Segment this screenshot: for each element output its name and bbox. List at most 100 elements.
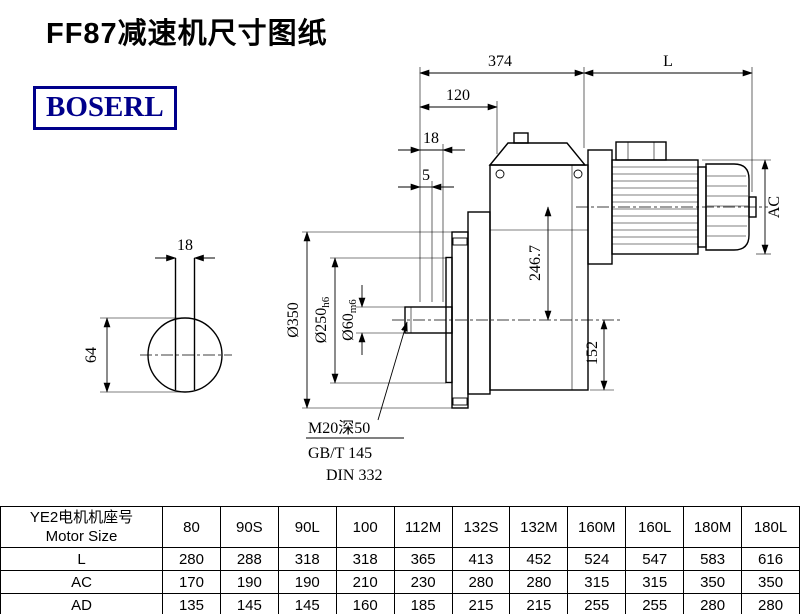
value-cell: 190	[219, 570, 279, 594]
value-cell: 280	[162, 547, 221, 571]
spigot-diameter: Ø250	[313, 308, 330, 344]
motor-spec-table: YE2电机机座号 Motor Size 80 90S 90L 100 112M …	[0, 506, 800, 614]
motor-size-header-en: Motor Size	[45, 528, 118, 545]
dim-246-7: 246.7	[527, 206, 552, 321]
motor-size-header: YE2电机机座号 Motor Size	[0, 506, 163, 548]
dim-152: 152	[584, 319, 614, 391]
motor	[587, 141, 757, 265]
dim-246-7-label: 246.7	[527, 245, 544, 281]
shaft-diameter: Ø60	[340, 313, 357, 341]
column-header: 90S	[219, 506, 279, 548]
breather-plug	[513, 132, 529, 144]
table-row-AD: AD 135 145 145 160 185 215 215 255 255 2…	[0, 593, 800, 614]
column-header: 112M	[393, 506, 453, 548]
row-label: AD	[0, 593, 163, 614]
dim-L-label: L	[663, 53, 673, 70]
shaft-end-view: 18 64	[83, 237, 232, 393]
note-std1-label: GB/T 145	[308, 445, 372, 462]
value-cell: 452	[509, 547, 569, 571]
dim-flange-od: Ø350	[285, 231, 452, 409]
column-header: 132S	[451, 506, 511, 548]
dim-374-label: 374	[488, 53, 512, 70]
end-view-key-width-label: 18	[177, 237, 193, 254]
cooling-fins	[612, 166, 698, 245]
row-label: L	[0, 547, 163, 571]
value-cell: 185	[393, 593, 453, 614]
end-view-dim-64: 64	[83, 317, 185, 393]
center-hole-note: M20深50 GB/T 145 DIN 332	[306, 321, 408, 484]
technical-drawing: 18 64	[83, 53, 783, 484]
value-cell: 318	[277, 547, 337, 571]
end-view-dim-18: 18	[155, 237, 215, 262]
column-header: 80	[162, 506, 221, 548]
column-header: 180M	[683, 506, 743, 548]
centerlines	[392, 206, 768, 321]
value-cell: 318	[335, 547, 395, 571]
flange-bolt-top	[452, 237, 468, 246]
fan-cover-louvers	[707, 175, 748, 237]
value-cell: 215	[509, 593, 569, 614]
value-cell: 135	[162, 593, 221, 614]
dim-5-label: 5	[422, 167, 430, 184]
value-cell: 350	[683, 570, 743, 594]
column-header: 160M	[567, 506, 627, 548]
value-cell: 210	[335, 570, 395, 594]
motor-size-header-cn: YE2电机机座号	[29, 509, 134, 526]
dim-120: 120	[419, 87, 498, 154]
value-cell: 145	[277, 593, 337, 614]
value-cell: 315	[625, 570, 685, 594]
brand-logo: BOSERL	[33, 86, 177, 130]
flange-bolt-bottom	[452, 397, 468, 406]
value-cell: 616	[741, 547, 800, 571]
dim-shaft: Ø60m6	[340, 285, 405, 355]
value-cell: 280	[741, 593, 800, 614]
note-tap-label: M20深50	[308, 419, 370, 437]
column-header: 100	[335, 506, 395, 548]
dim-spigot: Ø250h6	[313, 257, 446, 384]
motor-rear-stub	[748, 196, 757, 218]
value-cell: 255	[567, 593, 627, 614]
gearbox-housing	[404, 132, 589, 409]
value-cell: 524	[567, 547, 627, 571]
dim-5: 5	[398, 167, 454, 302]
note-std2-label: DIN 332	[326, 467, 382, 484]
dim-shaft-label: Ø60m6	[340, 299, 359, 341]
column-header: 132M	[509, 506, 569, 548]
end-view-diameter-label: 64	[83, 347, 100, 363]
value-cell: 255	[625, 593, 685, 614]
column-header: 180L	[741, 506, 800, 548]
dim-152-label: 152	[584, 341, 601, 365]
row-label: AC	[0, 570, 163, 594]
value-cell: 160	[335, 593, 395, 614]
table-row-AC: AC 170 190 190 210 230 280 280 315 315 3…	[0, 570, 800, 594]
table-row-L: L 280 288 318 318 365 413 452 524 547 58…	[0, 547, 800, 571]
value-cell: 288	[219, 547, 279, 571]
shaft-tolerance: m6	[347, 299, 359, 314]
value-cell: 280	[683, 593, 743, 614]
table-header-row: YE2电机机座号 Motor Size 80 90S 90L 100 112M …	[0, 506, 800, 548]
dim-flange-od-label: Ø350	[285, 302, 302, 338]
value-cell: 583	[683, 547, 743, 571]
value-cell: 215	[451, 593, 511, 614]
dim-AC: AC	[702, 159, 783, 255]
terminal-box	[615, 141, 667, 161]
dim-120-label: 120	[446, 87, 470, 104]
dim-AC-label: AC	[766, 196, 783, 218]
value-cell: 280	[451, 570, 511, 594]
main-view: 374 L 120 18	[285, 53, 783, 484]
value-cell: 350	[741, 570, 800, 594]
page-title: FF87减速机尺寸图纸	[46, 18, 328, 50]
value-cell: 280	[509, 570, 569, 594]
column-header: 90L	[277, 506, 337, 548]
value-cell: 190	[277, 570, 337, 594]
dim-18-label: 18	[423, 130, 439, 147]
value-cell: 170	[162, 570, 221, 594]
value-cell: 413	[451, 547, 511, 571]
column-header: 160L	[625, 506, 685, 548]
dim-18: 18	[398, 130, 465, 302]
value-cell: 315	[567, 570, 627, 594]
value-cell: 547	[625, 547, 685, 571]
dim-spigot-label: Ø250h6	[313, 296, 332, 343]
dim-L: L	[583, 53, 753, 192]
